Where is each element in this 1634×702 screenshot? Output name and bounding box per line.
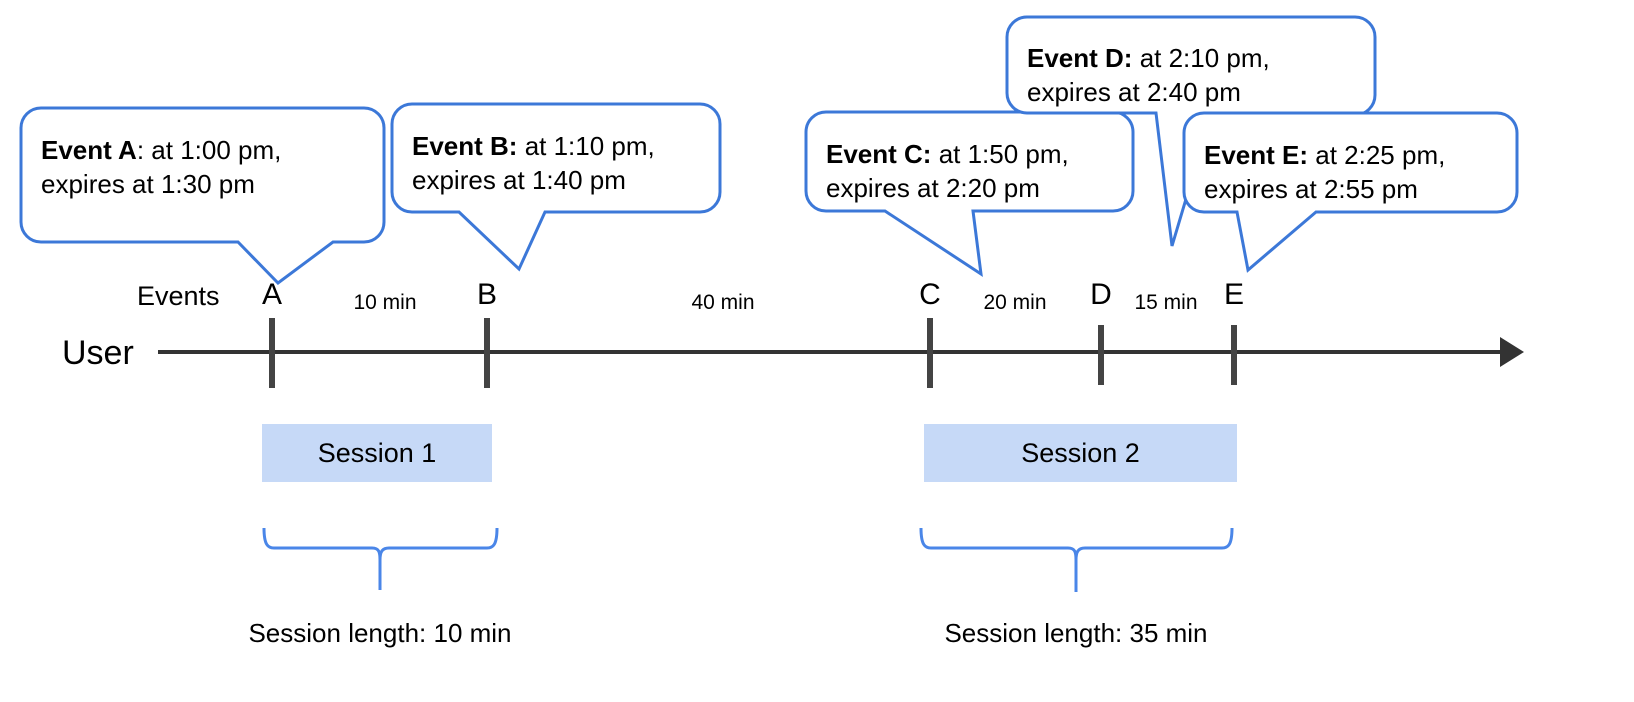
callout-a-line2: expires at 1:30 pm — [41, 169, 255, 199]
session-2-bar: Session 2 — [924, 424, 1237, 482]
callout-d-line2: expires at 2:40 pm — [1027, 77, 1241, 107]
callout-c-shape — [804, 110, 1135, 278]
callout-e-rest: at 2:25 pm, — [1308, 140, 1446, 170]
gap-label-d-e: 15 min — [1134, 291, 1198, 314]
session-2-brace — [919, 527, 1234, 592]
tick-label-d: D — [1090, 278, 1112, 311]
session-1-bar: Session 1 — [262, 424, 492, 482]
tick-label-e: E — [1223, 278, 1244, 311]
timeline-arrow-icon — [1500, 337, 1524, 367]
events-label: Events — [137, 281, 220, 311]
callout-b-line2: expires at 1:40 pm — [412, 165, 626, 195]
callout-e-title: Event E: — [1204, 140, 1309, 170]
callout-b-text: Event B: at 1:10 pm, expires at 1:40 pm — [412, 129, 655, 197]
axis-row-label-user: User — [62, 334, 134, 372]
callout-d-rest: at 2:10 pm, — [1132, 43, 1270, 73]
callout-a-rest: : at 1:00 pm, — [136, 135, 282, 165]
session-1-length-label: Session length: 10 min — [248, 618, 512, 648]
gap-label-b-c: 40 min — [691, 291, 755, 314]
tick-label-c: C — [919, 278, 941, 311]
callout-b-rest: at 1:10 pm, — [517, 131, 655, 161]
callout-c-text: Event C: at 1:50 pm, expires at 2:20 pm — [826, 137, 1069, 205]
session-1-brace — [262, 527, 499, 590]
callout-a-title: Event A — [41, 135, 137, 165]
callout-d-title: Event D: — [1027, 43, 1133, 73]
tick-label-a: A — [261, 278, 282, 311]
gap-label-a-b: 10 min — [353, 291, 417, 314]
tick-label-b: B — [476, 278, 497, 311]
session-1-label: Session 1 — [317, 437, 437, 468]
callout-a-shape — [19, 106, 386, 285]
callout-e-text: Event E: at 2:25 pm, expires at 2:55 pm — [1204, 138, 1445, 206]
gap-label-c-d: 20 min — [983, 291, 1047, 314]
callout-e-line2: expires at 2:55 pm — [1204, 174, 1418, 204]
callout-c-rest: at 1:50 pm, — [931, 139, 1069, 169]
callout-a-text: Event A: at 1:00 pm, expires at 1:30 pm — [41, 133, 281, 201]
callout-b-title: Event B: — [412, 131, 518, 161]
callout-e-shape — [1182, 111, 1519, 273]
callout-c-title: Event C: — [826, 139, 932, 169]
session-2-length-label: Session length: 35 min — [944, 618, 1208, 648]
callout-b-shape — [390, 102, 722, 272]
callout-c-line2: expires at 2:20 pm — [826, 173, 1040, 203]
callout-d-text: Event D: at 2:10 pm, expires at 2:40 pm — [1027, 41, 1270, 109]
session-2-label: Session 2 — [1021, 437, 1140, 468]
